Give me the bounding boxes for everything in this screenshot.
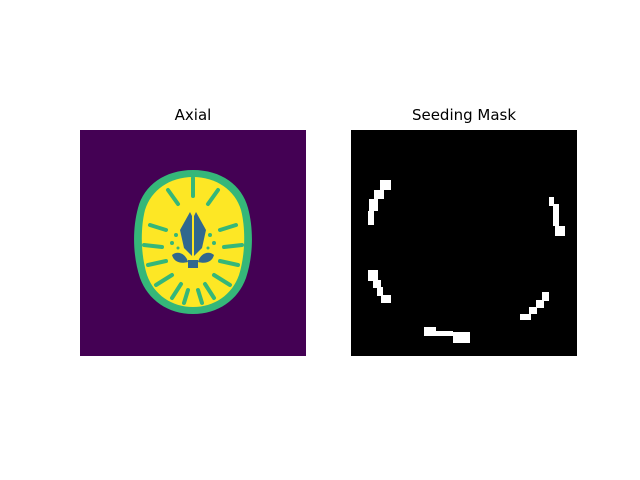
seeding-mask-title: Seeding Mask [411,106,517,124]
axial-brain-slice [80,130,306,356]
seeding-mask-plot [351,130,577,356]
axial-image [80,130,306,356]
seeding-mask-image [351,130,577,356]
axial-title: Axial [174,106,212,124]
